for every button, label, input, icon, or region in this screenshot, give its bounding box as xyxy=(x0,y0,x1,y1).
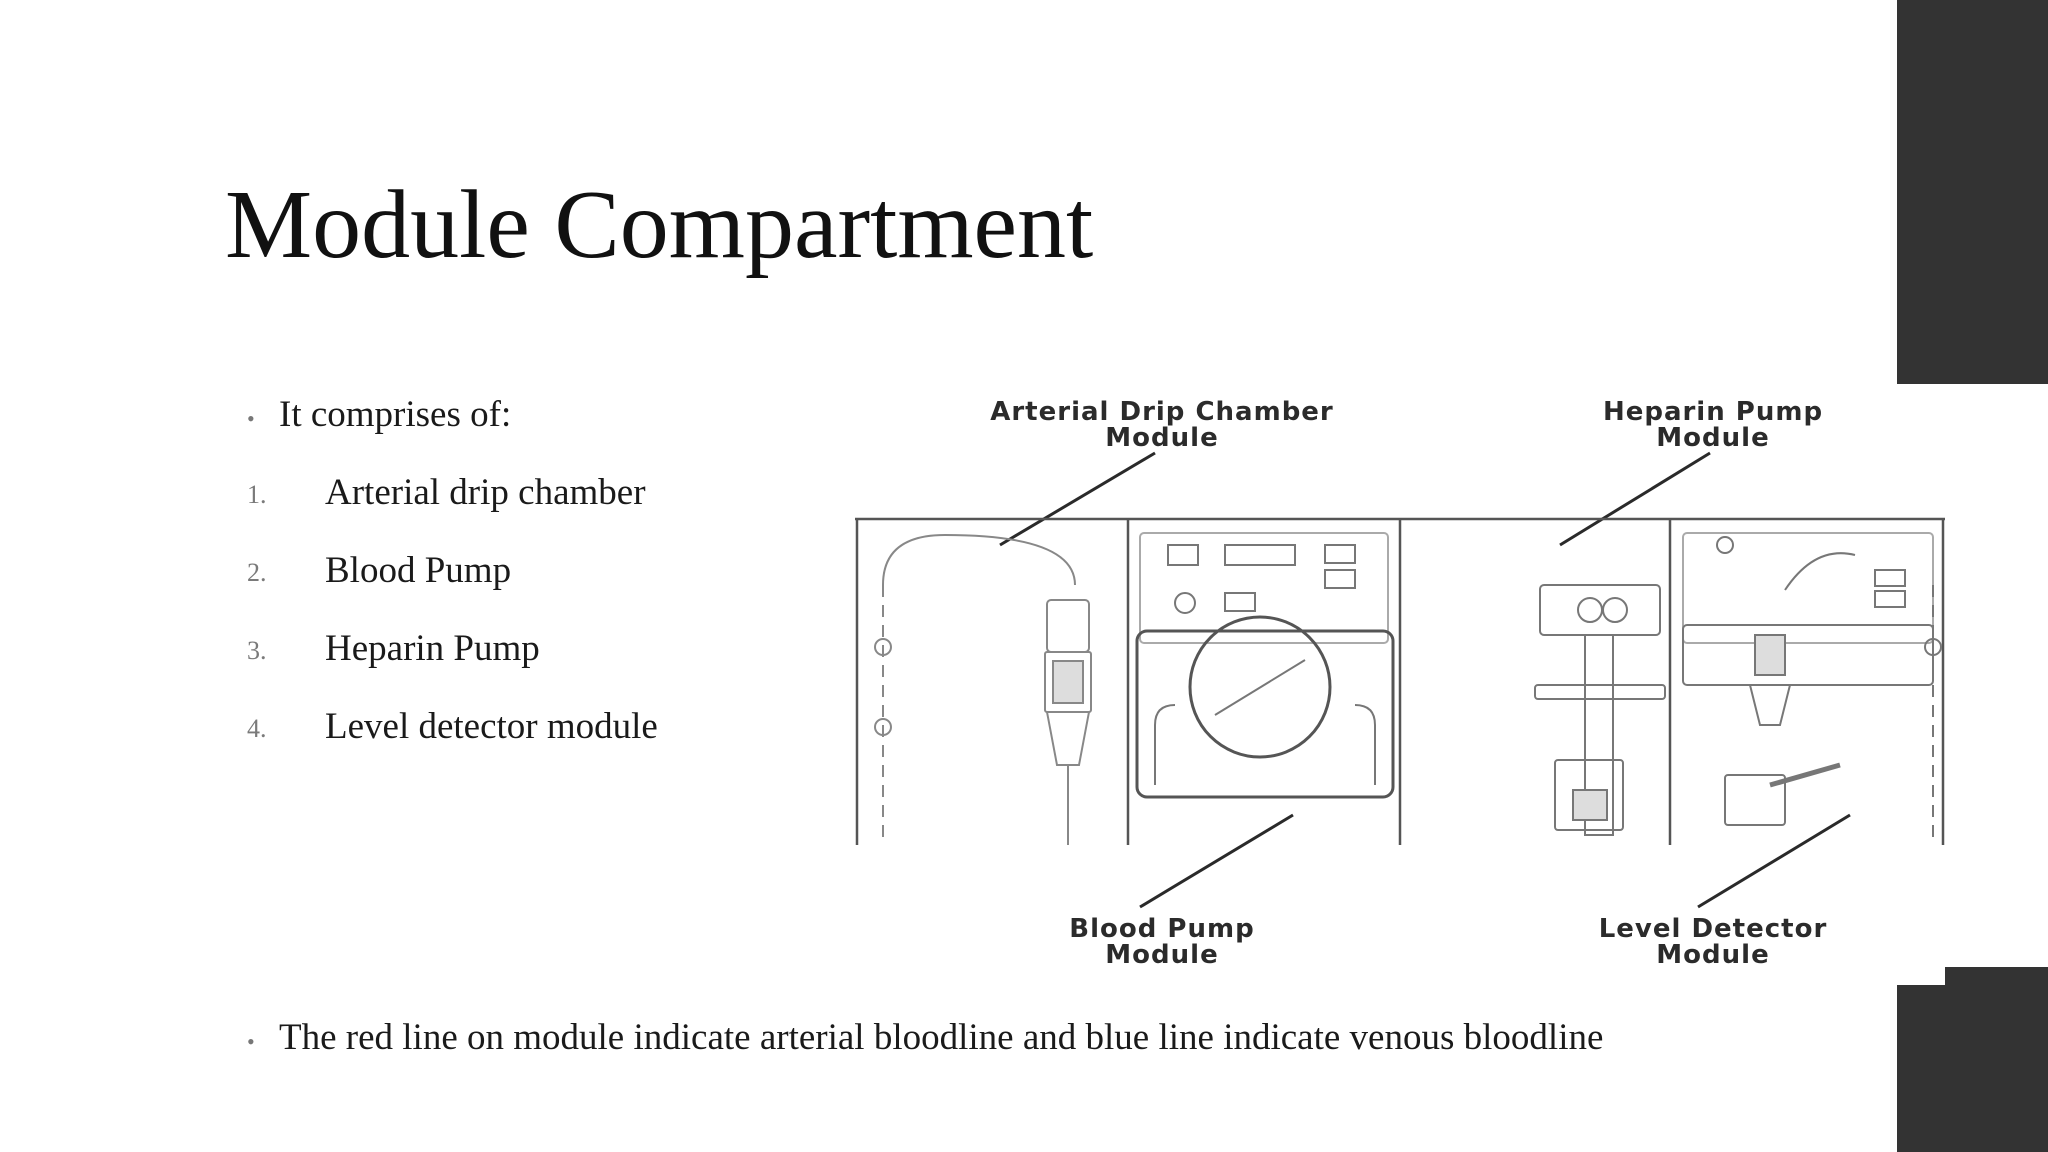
leader-line-heparin xyxy=(1559,451,1711,547)
leader-line-blood-pump xyxy=(1139,813,1294,909)
accent-bar-top xyxy=(1897,0,2048,384)
list-item-text: Arterial drip chamber xyxy=(325,472,646,513)
module-frame xyxy=(855,517,1945,845)
heparin-pump-module xyxy=(1534,584,1666,836)
note-bullet-text: The red line on module indicate arterial… xyxy=(279,1017,1604,1058)
leader-line-level-detector xyxy=(1697,813,1851,909)
label-blood-pump-line2: Module xyxy=(1105,940,1218,970)
list-item-text: Heparin Pump xyxy=(325,628,540,669)
accent-bar-bottom xyxy=(1897,967,2048,1152)
list-item-number: 3. xyxy=(247,636,267,665)
bullet-dot: • xyxy=(247,406,255,431)
label-level-detector-line2: Module xyxy=(1656,940,1769,970)
blood-pump-module xyxy=(1135,532,1395,799)
list-item-number: 2. xyxy=(247,558,267,587)
intro-bullet-text: It comprises of: xyxy=(279,394,512,435)
leader-line-arterial xyxy=(999,451,1156,547)
bullet-dot: • xyxy=(247,1029,255,1054)
label-blood-pump-line1: Blood Pump xyxy=(1069,914,1254,944)
list-item-number: 4. xyxy=(247,714,267,743)
label-arterial-line2: Module xyxy=(1105,423,1218,453)
level-detector-module xyxy=(1682,532,1942,845)
label-level-detector-line1: Level Detector xyxy=(1599,914,1828,944)
list-item-text: Blood Pump xyxy=(325,550,512,591)
label-arterial-line1: Arterial Drip Chamber xyxy=(990,397,1334,427)
label-heparin-line2: Module xyxy=(1656,423,1769,453)
list-item-number: 1. xyxy=(247,480,267,509)
label-heparin-line1: Heparin Pump xyxy=(1603,397,1823,427)
slide-title: Module Compartment xyxy=(225,171,1094,279)
module-compartment-diagram: Arterial Drip Chamber Module Heparin Pum… xyxy=(855,385,1945,985)
list-item-text: Level detector module xyxy=(325,706,658,747)
arterial-drip-chamber-module xyxy=(874,533,1092,845)
